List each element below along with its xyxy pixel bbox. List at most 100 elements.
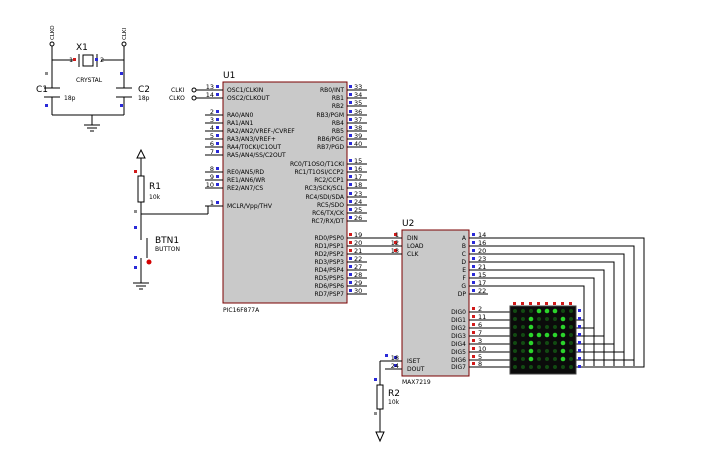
u1-pin-marker [349, 249, 352, 252]
button-cap[interactable] [146, 259, 152, 265]
u1-pin-marker [216, 175, 219, 178]
u2-pin-marker [472, 265, 475, 268]
matrix-col-pin [561, 302, 564, 305]
u2-pin-name: ISET [407, 358, 420, 365]
c1-ref: C1 [36, 85, 48, 95]
u2-pin-number: 10 [478, 345, 486, 353]
led-dot-off [521, 365, 525, 369]
led-dot-off [553, 341, 557, 345]
u1-pin-name: RD6/PSP6 [315, 283, 345, 290]
led-dot-off [569, 317, 573, 321]
u1-pin-marker [216, 110, 219, 113]
r1-ref: R1 [149, 182, 161, 192]
u1-pin-name: RB5 [332, 128, 344, 135]
u1-pin-number: 39 [354, 132, 362, 140]
u1-body[interactable] [222, 81, 348, 304]
matrix-row-pin [578, 309, 581, 312]
led-dot-off [513, 333, 517, 337]
u1-pin-name: RC4/SDI/SDA [305, 194, 344, 201]
u1-pin-marker [216, 126, 219, 129]
led-dot-off [521, 357, 525, 361]
u1-pin-number: 10 [206, 181, 214, 189]
matrix-col-pin [513, 302, 516, 305]
u1-pin-marker [216, 142, 219, 145]
u2-pin-number: 23 [478, 255, 486, 263]
led-dot-off [553, 325, 557, 329]
u1-pin-marker [349, 257, 352, 260]
led-dot-off [545, 317, 549, 321]
u1-pin-name: RC0/T1OSO/T1CKI [290, 161, 344, 168]
btn1-ref: BTN1 [155, 236, 179, 246]
u1-pin-number: 16 [354, 165, 362, 173]
u1-pin-number: 25 [354, 206, 362, 214]
u2-pin-name: F [463, 275, 467, 282]
u1-pin-marker [349, 159, 352, 162]
u1-pin-marker [216, 201, 219, 204]
u2-pin-name: LOAD [407, 243, 424, 250]
u2-pin-name: A [462, 235, 467, 242]
u1-pin-name: RC2/CCP1 [314, 177, 344, 184]
u2-pin-marker [472, 273, 475, 276]
u1-pin-number: 20 [354, 239, 362, 247]
u1-pin-name: RB0/INT [320, 87, 344, 94]
led-dot-off [513, 309, 517, 313]
u1-pin-number: 8 [210, 165, 214, 173]
u2-pin-name: C [462, 251, 466, 258]
u1-pin-marker [349, 101, 352, 104]
u1-pin-number: 23 [354, 190, 362, 198]
u1-pin-marker [216, 150, 219, 153]
led-dot-off [513, 349, 517, 353]
u1-pin-number: 33 [354, 83, 362, 91]
u2-pin-number: 21 [478, 263, 486, 271]
u2-pin-marker [394, 364, 397, 367]
u1-pin-marker [216, 167, 219, 170]
led-dot-off [561, 309, 565, 313]
r1-value: 10k [149, 194, 161, 201]
led-dot-off [545, 357, 549, 361]
segment-bus-wires [488, 237, 645, 368]
led-matrix-body[interactable] [509, 305, 577, 375]
r2-pin-markers [374, 354, 388, 415]
led-dot-on [544, 332, 550, 338]
u1-pin-number: 5 [210, 132, 214, 140]
led-dot-off [569, 365, 573, 369]
led-dot-off [553, 349, 557, 353]
r2-wires [375, 360, 402, 443]
led-dot-on [528, 332, 534, 338]
led-dot-on [528, 316, 534, 322]
led-dot-off [569, 341, 573, 345]
u2-pin-number: 3 [478, 337, 482, 345]
u2-pin-name: DIG5 [451, 349, 466, 356]
led-dot-off [545, 349, 549, 353]
u1-pin-name: RC3/SCK/SCL [305, 185, 345, 192]
u1-pin-number: 40 [354, 140, 362, 148]
u1-pin-marker [216, 93, 219, 96]
led-matrix-grid [513, 308, 573, 369]
segment-return-wire [576, 286, 585, 321]
led-dot-off [513, 357, 517, 361]
u1-pin-number: 34 [354, 91, 362, 99]
u1-pin-name: RA3/AN3/VREF+ [227, 136, 276, 143]
u2-body[interactable] [401, 229, 470, 377]
u1-clock-terminals [191, 87, 197, 101]
u2-pin-number: 15 [478, 271, 486, 279]
u2-pin-name: D [461, 259, 466, 266]
u1-pin-name: RA5/AN4/SS/C2OUT [227, 152, 286, 159]
matrix-row-pin [578, 365, 581, 368]
led-dot-off [561, 365, 565, 369]
led-dot-off [529, 309, 533, 313]
led-dot-on [528, 356, 534, 362]
u1-pin-marker [349, 142, 352, 145]
u2-pin-name: DIN [407, 235, 418, 242]
matrix-row-pin [578, 325, 581, 328]
u2-pin-number: 13 [391, 247, 399, 255]
u2-pin-number: 2 [478, 305, 482, 313]
u1-pin-name: RC1/T1OSI/CCP2 [294, 169, 344, 176]
led-dot-off [553, 317, 557, 321]
u1-pin-marker [349, 134, 352, 137]
crystal-pin-markers [45, 58, 123, 107]
u2-pin-name: DP [458, 291, 467, 298]
u1-pin-marker [349, 167, 352, 170]
segment-return-wire [576, 246, 635, 361]
